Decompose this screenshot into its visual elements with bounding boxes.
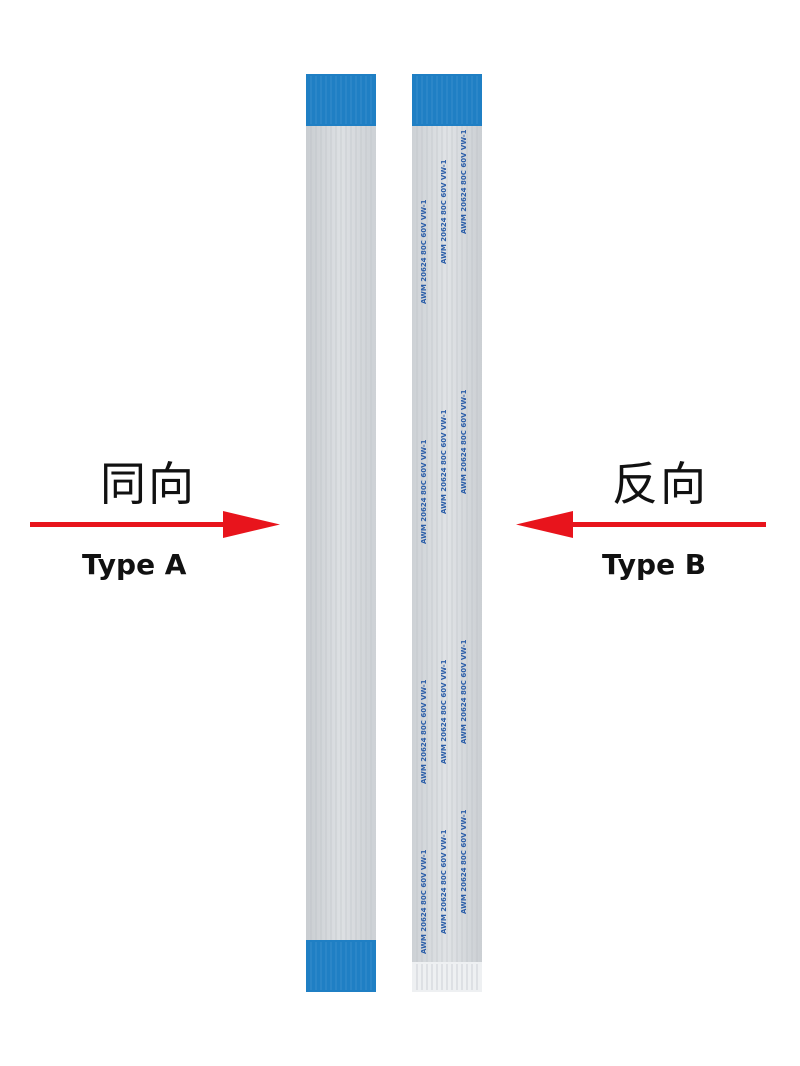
cable-print-text: AWM 20624 80C 60V VW-1 — [460, 639, 468, 744]
cable-print-text: AWM 20624 80C 60V VW-1 — [460, 129, 468, 234]
cable-print-text: AWM 20624 80C 60V VW-1 — [460, 809, 468, 914]
cable-print-text: AWM 20624 80C 60V VW-1 — [420, 679, 428, 784]
ffc-cable-type-a — [306, 74, 376, 992]
cable-print-text: AWM 20624 80C 60V VW-1 — [440, 409, 448, 514]
cable-print-text: AWM 20624 80C 60V VW-1 — [420, 439, 428, 544]
cable-print-text: AWM 20624 80C 60V VW-1 — [420, 849, 428, 954]
label-type-a: Type A — [82, 548, 187, 581]
cable-print-text: AWM 20624 80C 60V VW-1 — [440, 829, 448, 934]
cable-print-text: AWM 20624 80C 60V VW-1 — [440, 159, 448, 264]
label-type-b: Type B — [602, 548, 707, 581]
cable-print-text: AWM 20624 80C 60V VW-1 — [440, 659, 448, 764]
cable-print-text: AWM 20624 80C 60V VW-1 — [460, 389, 468, 494]
label-same-direction: 同向 — [100, 457, 196, 511]
arrow-right-icon — [28, 508, 288, 542]
cable-print-text: AWM 20624 80C 60V VW-1 — [420, 199, 428, 304]
label-reverse-direction: 反向 — [612, 457, 708, 511]
arrow-left-icon — [508, 508, 768, 542]
